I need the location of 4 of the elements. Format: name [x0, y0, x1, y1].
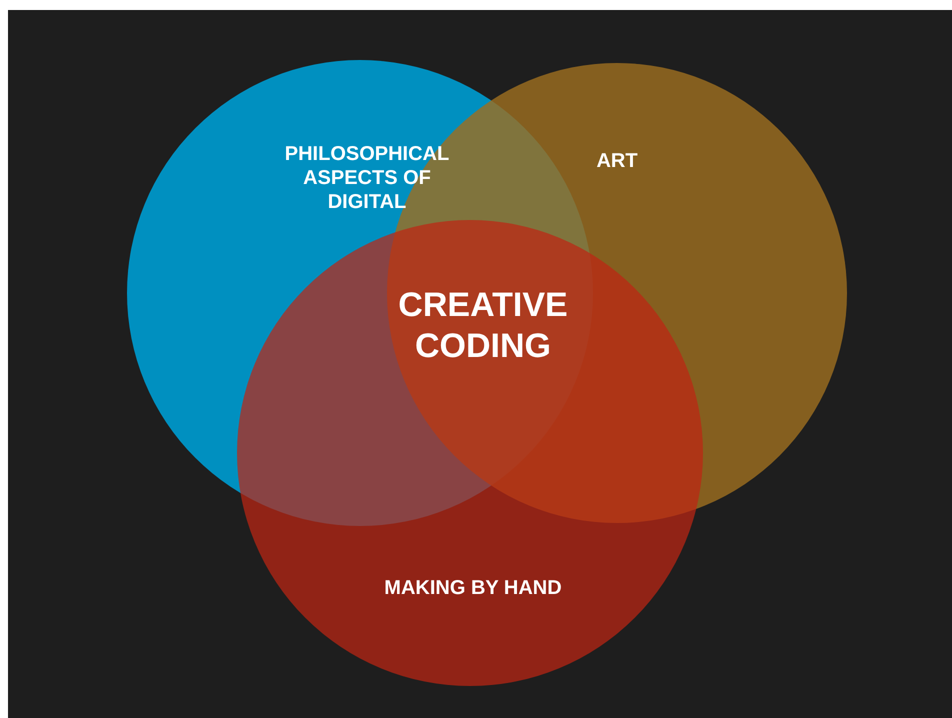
circle-label: PHILOSOPHICAL ASPECTS OF DIGITAL: [284, 142, 450, 214]
center-label: CREATIVE CODING: [397, 285, 569, 367]
circle-label: MAKING BY HAND: [383, 576, 563, 600]
circle-label: ART: [595, 149, 639, 173]
